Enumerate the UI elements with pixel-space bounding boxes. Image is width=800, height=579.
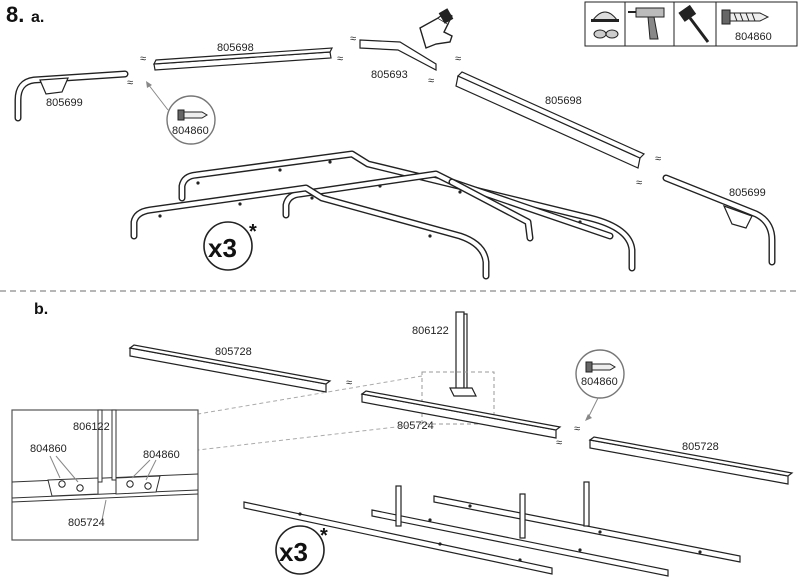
svg-text:≈: ≈: [127, 77, 133, 89]
svg-text:*: *: [320, 525, 328, 547]
fastener-pair: ≈: [574, 423, 580, 435]
tools-screw-code: 804860: [735, 31, 772, 43]
detail-view: [11, 409, 199, 541]
step-number: 8.: [6, 2, 24, 27]
zoom-connector: [197, 423, 423, 451]
screw-callout: [575, 349, 625, 421]
left-curved-corner-label: 805699: [46, 97, 83, 109]
left-curved-corner-part: [14, 70, 129, 122]
top-connector-label: 805693: [371, 69, 408, 81]
svg-text:x3: x3: [279, 537, 308, 567]
fastener-pair: ≈: [337, 53, 343, 65]
tools-panel: 804860: [584, 1, 798, 47]
right-bar-part: [588, 436, 794, 485]
left-bar-part: [128, 344, 332, 393]
screw-icon: [721, 9, 770, 25]
post-label: 806122: [412, 325, 449, 337]
right-rail-label: 805698: [545, 95, 582, 107]
quantity-badge: x3 *: [203, 221, 257, 271]
middle-bar-part: [360, 390, 562, 439]
right-bar-label: 805728: [682, 441, 719, 453]
fastener-pair: ≈ ≈: [127, 53, 146, 89]
screw-callout: [146, 81, 216, 145]
detail-screw-right-label: 804860: [143, 449, 180, 461]
right-rail-part: [455, 71, 646, 169]
assembled-rails: [243, 481, 741, 577]
detail-screw-left-label: 804860: [30, 443, 67, 455]
svg-text:≈: ≈: [140, 53, 146, 65]
mallet-icon: [678, 4, 710, 43]
zoom-connector: [197, 375, 423, 415]
screw-callout-label: 804860: [172, 125, 209, 137]
fastener-pair: ≈: [636, 177, 642, 189]
fastener-pair: ≈: [350, 33, 356, 45]
hand-pointing-icon: [419, 8, 454, 49]
top-rail-label: 805698: [217, 42, 254, 54]
detail-bar-label: 805724: [68, 517, 105, 529]
assembled-arches: [130, 150, 636, 280]
drill-icon: [628, 7, 665, 40]
safety-helmet-goggles-icon: [591, 11, 619, 39]
post-part: [449, 311, 477, 397]
left-bar-label: 805728: [215, 346, 252, 358]
right-curved-corner-label: 805699: [729, 187, 766, 199]
quantity-badge: x3 *: [275, 525, 328, 575]
detail-post-label: 806122: [73, 421, 110, 433]
right-curved-corner-part: [662, 174, 776, 266]
fastener-pair: ≈: [428, 75, 434, 87]
top-connector-part: [359, 39, 437, 71]
svg-text:x3: x3: [208, 233, 237, 263]
middle-bar-label: 805724: [397, 420, 434, 432]
svg-text:*: *: [249, 221, 257, 243]
section-a-label: a.: [31, 9, 44, 26]
screw-callout-label: 804860: [581, 376, 618, 388]
section-b-label: b.: [34, 301, 48, 318]
fastener-pair: ≈: [556, 437, 562, 449]
fastener-pair: ≈: [655, 153, 661, 165]
top-rail-part: [152, 47, 334, 71]
zoom-region: [421, 371, 495, 425]
fastener-pair: ≈: [455, 53, 461, 65]
fastener-pair: ≈: [346, 377, 352, 389]
